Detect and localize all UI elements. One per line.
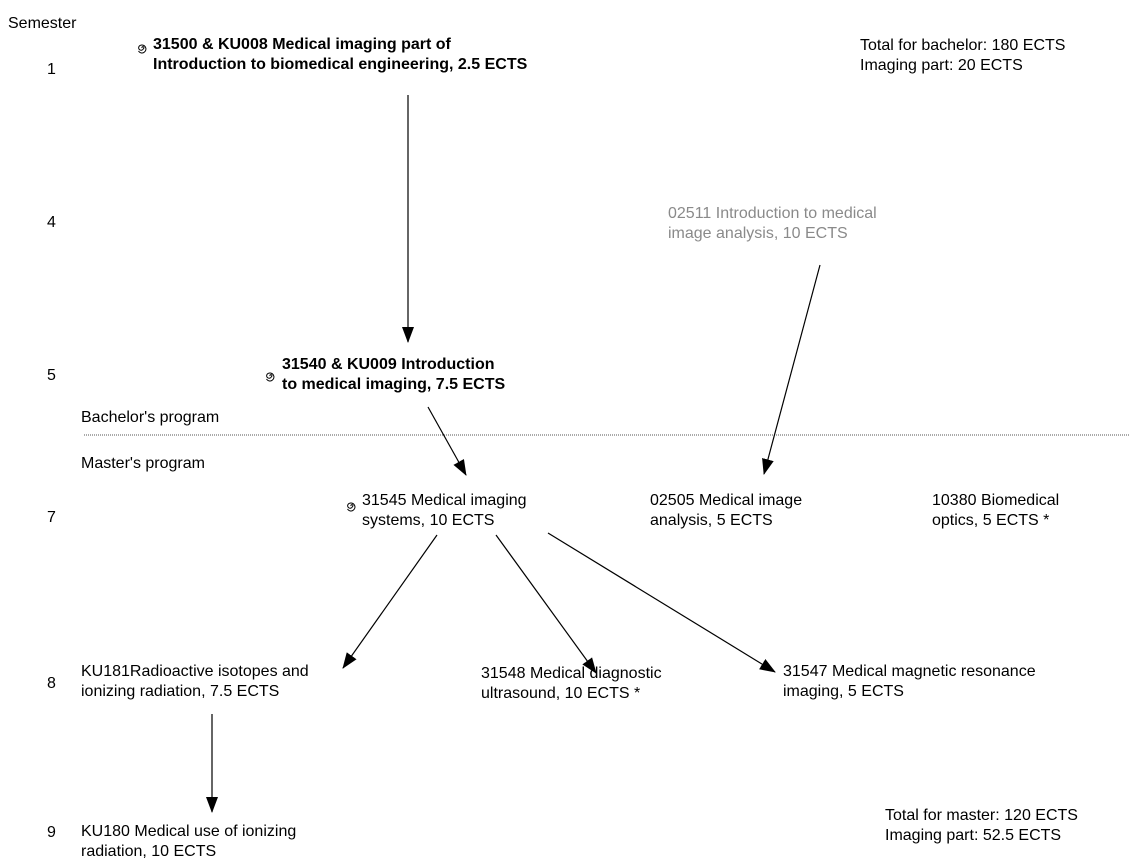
- course-02505-line2: analysis, 5 ECTS: [650, 512, 773, 529]
- course-31540-line1: 31540 & KU009 Introduction: [282, 356, 495, 373]
- spiral-icon: [347, 502, 356, 512]
- course-10380-line2: optics, 5 ECTS *: [932, 512, 1050, 529]
- arrow-31545-to-31548: [495, 534, 597, 674]
- course-31545: 31545 Medical imaging systems, 10 ECTS: [362, 491, 527, 531]
- course-02511-line2: image analysis, 10 ECTS: [668, 225, 848, 242]
- course-KU180-line1: KU180 Medical use of ionizing: [81, 823, 297, 840]
- course-31500-line2: Introduction to biomedical engineering, …: [153, 56, 528, 73]
- course-31548: 31548 Medical diagnostic ultrasound, 10 …: [481, 664, 662, 704]
- course-KU181: KU181Radioactive isotopes and ionizing r…: [81, 662, 309, 702]
- semester-9-label: 9: [47, 824, 56, 841]
- course-02505-line1: 02505 Medical image: [650, 492, 803, 509]
- bachelor-section-label: Bachelor's program: [81, 409, 220, 426]
- semester-4-label: 4: [47, 214, 56, 231]
- master-total-text: Total for master: 120 ECTS: [885, 807, 1078, 824]
- arrow-31540-to-31545: [427, 406, 467, 476]
- arrow-02511-to-02505: [762, 264, 821, 475]
- course-31500-line1: 31500 & KU008 Medical imaging part of: [153, 36, 451, 53]
- course-02511-line1: 02511 Introduction to medical: [668, 205, 877, 222]
- arrow-31545-to-KU181: [342, 534, 438, 669]
- spiral-icon: [266, 372, 275, 382]
- course-KU181-line2: ionizing radiation, 7.5 ECTS: [81, 683, 280, 700]
- course-10380: 10380 Biomedical optics, 5 ECTS *: [932, 491, 1059, 531]
- master-imaging-text: Imaging part: 52.5 ECTS: [885, 827, 1062, 844]
- course-31548-line1: 31548 Medical diagnostic: [481, 665, 662, 682]
- semester-header: Semester: [8, 15, 77, 32]
- arrow-31545-to-31547: [547, 532, 776, 673]
- master-section-label: Master's program: [81, 455, 205, 472]
- course-31547-line1: 31547 Medical magnetic resonance: [783, 663, 1036, 680]
- course-10380-line1: 10380 Biomedical: [932, 492, 1060, 509]
- course-31548-line2: ultrasound, 10 ECTS *: [481, 685, 641, 702]
- course-31540: 31540 & KU009 Introduction to medical im…: [282, 355, 505, 395]
- spiral-icon: [138, 44, 147, 54]
- semester-8-label: 8: [47, 675, 56, 692]
- bachelor-totals: Total for bachelor: 180 ECTS Imaging par…: [860, 36, 1065, 76]
- bachelor-imaging-text: Imaging part: 20 ECTS: [860, 57, 1023, 74]
- course-31547: 31547 Medical magnetic resonance imaging…: [783, 662, 1036, 702]
- course-31545-line1: 31545 Medical imaging: [362, 492, 527, 509]
- course-31540-line2: to medical imaging, 7.5 ECTS: [282, 376, 506, 393]
- semester-7-label: 7: [47, 509, 56, 526]
- course-KU181-line1: KU181Radioactive isotopes and: [81, 663, 309, 680]
- bachelor-total-text: Total for bachelor: 180 ECTS: [860, 37, 1066, 54]
- course-02505: 02505 Medical image analysis, 5 ECTS: [650, 491, 802, 531]
- course-02511: 02511 Introduction to medical image anal…: [668, 204, 877, 244]
- master-totals: Total for master: 120 ECTS Imaging part:…: [885, 806, 1078, 846]
- course-31545-line2: systems, 10 ECTS: [362, 512, 495, 529]
- semester-1-label: 1: [47, 61, 56, 78]
- course-31500: 31500 & KU008 Medical imaging part of In…: [153, 35, 527, 75]
- semester-5-label: 5: [47, 367, 56, 384]
- course-31547-line2: imaging, 5 ECTS: [783, 683, 904, 700]
